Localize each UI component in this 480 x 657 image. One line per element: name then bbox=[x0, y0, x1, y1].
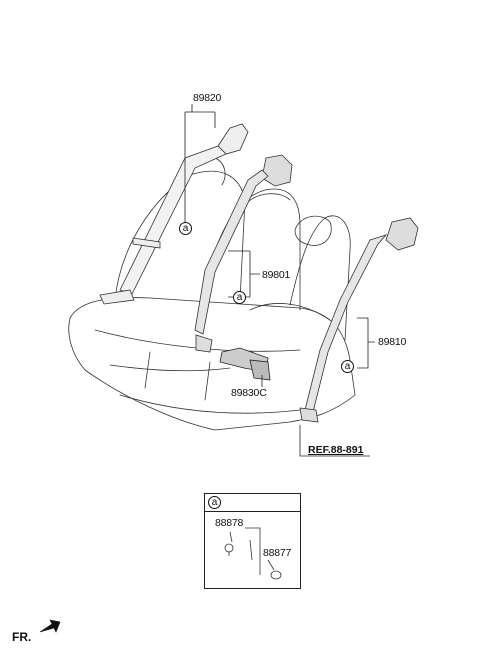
buckle-assembly bbox=[219, 347, 271, 381]
left-seat-belt bbox=[99, 123, 249, 305]
label-89810: 89810 bbox=[378, 336, 407, 348]
detail-callout-a: a bbox=[208, 496, 221, 509]
seat-back-right bbox=[289, 215, 351, 341]
detail-parts bbox=[224, 527, 282, 580]
front-arrow-icon bbox=[39, 619, 61, 633]
label-88877: 88877 bbox=[263, 547, 292, 559]
callout-a-right: a bbox=[341, 360, 354, 373]
label-89830c: 89830C bbox=[231, 387, 267, 399]
seat-cushion bbox=[68, 297, 356, 431]
right-seat-belt bbox=[299, 217, 419, 423]
label-89801: 89801 bbox=[262, 269, 291, 281]
front-direction-label: FR. bbox=[12, 630, 32, 644]
callout-a-left: a bbox=[179, 222, 192, 235]
label-89820: 89820 bbox=[193, 92, 222, 104]
callout-a-center: a bbox=[233, 291, 246, 304]
label-88878: 88878 bbox=[215, 517, 244, 529]
reference-label: REF.88-891 bbox=[308, 444, 364, 456]
detail-header: a bbox=[205, 494, 300, 512]
center-seat-belt bbox=[194, 154, 293, 353]
detail-box: a 88878 88877 bbox=[204, 493, 301, 589]
